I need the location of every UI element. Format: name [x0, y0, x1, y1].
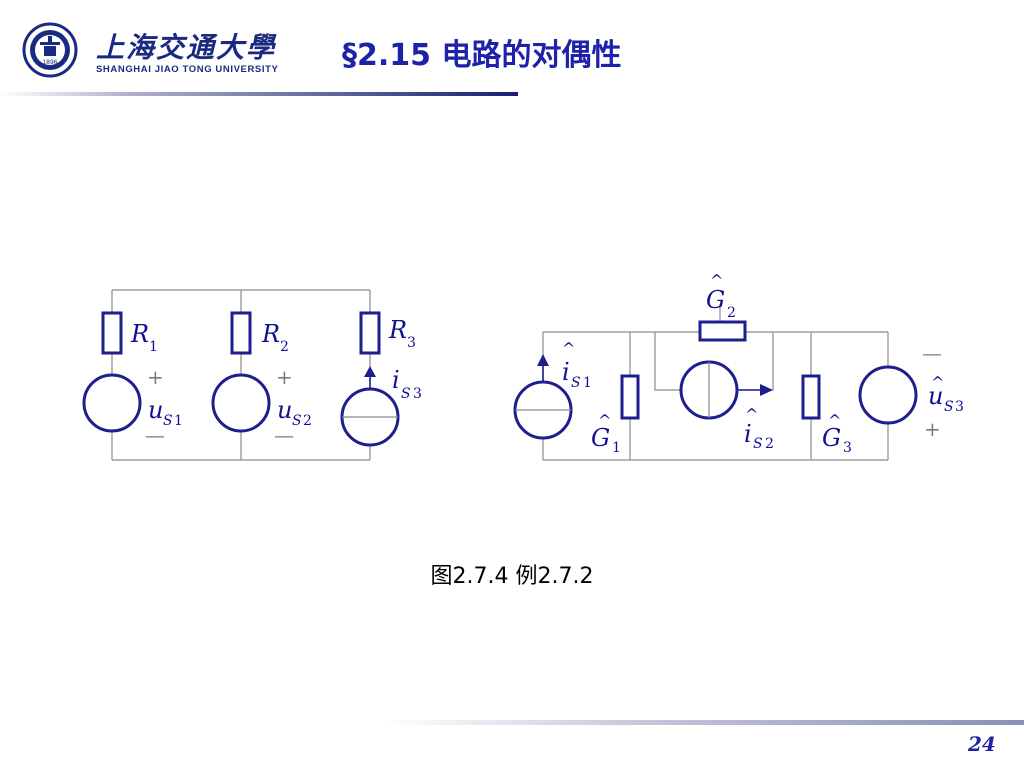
arrow-icon [537, 354, 549, 366]
label-g1: ^ G 1 [591, 411, 621, 456]
svg-text:S: S [163, 413, 173, 429]
arrow-icon [760, 384, 773, 396]
svg-text:2: 2 [765, 436, 774, 452]
university-name-en: SHANGHAI JIAO TONG UNIVERSITY [96, 64, 279, 75]
svg-text:R: R [388, 316, 407, 344]
svg-text:3: 3 [413, 386, 422, 402]
label-r2: R 2 [261, 320, 289, 355]
svg-text:u: u [277, 396, 292, 424]
svg-text:^: ^ [710, 271, 723, 290]
voltage-source-us2 [211, 373, 271, 433]
arrow-icon [364, 366, 376, 377]
svg-text:1: 1 [612, 440, 621, 456]
svg-text:u: u [928, 382, 943, 410]
svg-text:+: + [147, 365, 164, 389]
svg-text:1: 1 [174, 413, 183, 429]
svg-text:S: S [944, 399, 954, 415]
page-number: 24 [968, 732, 996, 756]
resistor-r2 [230, 311, 252, 355]
conductance-g1 [620, 374, 640, 420]
figure-caption: 图2.7.4 例2.7.2 [430, 564, 594, 589]
svg-text:S: S [571, 375, 581, 391]
svg-text:^: ^ [828, 411, 841, 430]
label-us2: + u S 2 — [274, 365, 312, 447]
svg-text:2: 2 [303, 413, 312, 429]
svg-text:—: — [145, 423, 165, 447]
svg-text:2: 2 [727, 305, 736, 321]
label-is1: ^ i S 1 [562, 339, 592, 391]
footer-divider [384, 720, 1024, 725]
svg-text:R: R [261, 320, 280, 348]
label-is2: ^ i S 2 [744, 405, 774, 452]
resistor-r3 [359, 311, 381, 355]
svg-text:3: 3 [407, 335, 416, 351]
university-name-cn: 上海交通大學 [96, 31, 277, 64]
svg-text:G: G [822, 424, 841, 452]
resistor-r1 [101, 311, 123, 355]
svg-text:G: G [591, 424, 610, 452]
svg-text:S: S [401, 386, 411, 402]
svg-text:1: 1 [583, 375, 592, 391]
logo-year: 1896 [42, 59, 57, 66]
voltage-source-us1 [82, 373, 142, 433]
svg-text:R: R [130, 320, 149, 348]
svg-text:u: u [148, 396, 163, 424]
svg-text:G: G [706, 286, 725, 314]
svg-text:i: i [392, 366, 400, 394]
label-is3: i S 3 [392, 366, 422, 402]
svg-text:^: ^ [598, 411, 611, 430]
right-circuit: ^ G 2 ^ i S 1 ^ G 1 ^ i S 2 ^ G 3 — ^ [513, 271, 964, 461]
svg-text:—: — [922, 341, 942, 365]
svg-text:i: i [562, 358, 570, 386]
label-us3: — ^ u S 3 + [922, 341, 964, 441]
svg-text:^: ^ [562, 339, 575, 358]
label-us1: + u S 1 — [145, 365, 183, 447]
conductance-g3 [801, 374, 821, 420]
svg-text:3: 3 [955, 399, 964, 415]
label-g2: ^ G 2 [706, 271, 736, 321]
svg-text:S: S [753, 436, 763, 452]
university-logo: 1896 [22, 22, 78, 78]
svg-text:2: 2 [280, 339, 289, 355]
page-title: §2.15 电路的对偶性 [342, 38, 622, 73]
label-g3: ^ G 3 [822, 411, 852, 456]
label-r3: R 3 [388, 316, 416, 351]
svg-text:^: ^ [745, 405, 758, 424]
conductance-g2 [698, 320, 747, 342]
svg-text:^: ^ [931, 373, 944, 392]
svg-text:+: + [924, 417, 941, 441]
svg-text:S: S [292, 413, 302, 429]
label-r1: R 1 [130, 320, 158, 355]
svg-text:3: 3 [843, 440, 852, 456]
svg-text:+: + [276, 365, 293, 389]
svg-text:i: i [744, 420, 752, 448]
svg-text:—: — [274, 423, 294, 447]
voltage-source-us3 [858, 365, 918, 425]
left-circuit: R 1 R 2 R 3 + u S 1 — + u S 2 — i S 3 [82, 289, 422, 461]
header-divider [0, 92, 518, 96]
svg-text:1: 1 [149, 339, 158, 355]
